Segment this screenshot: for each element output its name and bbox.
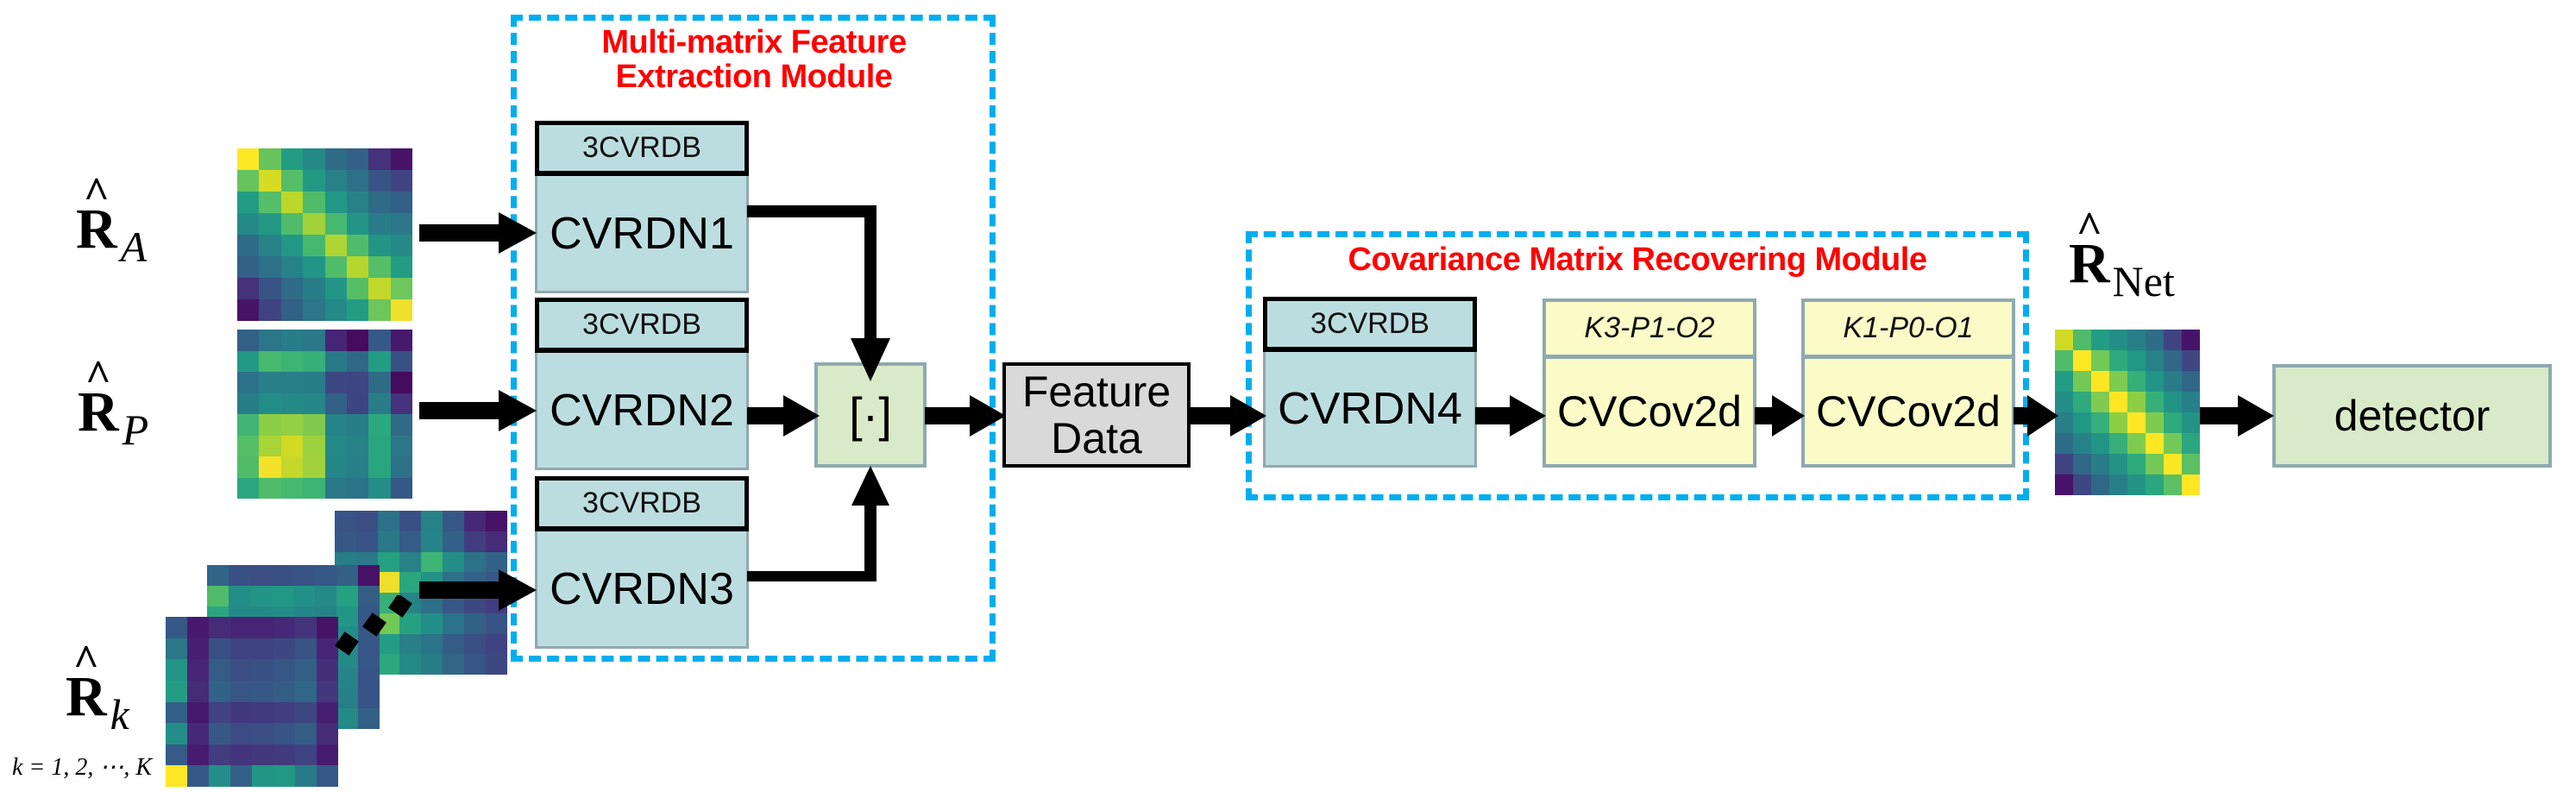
matrix-R-hat-Net [2055, 330, 2200, 495]
cvcov2d-2-params: K1-P0-O1 [1805, 302, 2012, 359]
cvrdn3-label: CVRDN3 [550, 563, 734, 614]
cvcov2d-2-label: CVCov2d [1816, 387, 2001, 436]
symbol-R-hat-Net: ^R [2069, 204, 2110, 296]
module-title-feature-extraction: Multi-matrix Feature Extraction Module [601, 24, 907, 95]
symbol-R-hat-A: ^R [76, 169, 117, 261]
arrow-RA-to-cvrdn1 [419, 212, 537, 254]
input-label-R-k: ^Rk [66, 637, 129, 739]
block-cvrdn1[interactable]: 3CVRDB CVRDN1 [535, 121, 749, 293]
block-feature-data[interactable]: Feature Data [1002, 362, 1191, 468]
block-cvcov2d-1[interactable]: K3-P1-O2 CVCov2d [1542, 298, 1756, 468]
module-frame-covariance-recovering [1246, 231, 2029, 500]
arrow-concat-to-feature-data [925, 395, 1006, 437]
arrow-cvrdn1-to-concat [747, 195, 890, 381]
hat-accent-icon: ^ [2076, 204, 2102, 253]
k-range-label: k = 1, 2, ⋯, K [12, 754, 152, 781]
arrow-RNet-to-detector [2200, 395, 2274, 437]
cvrdn1-sub-label: 3CVRDB [535, 121, 749, 176]
subscript-A: A [120, 223, 148, 271]
matrix-R-hat-k-front [166, 617, 338, 787]
cvrdn2-label: CVRDN2 [550, 385, 734, 436]
subscript-Net: Net [2112, 257, 2175, 305]
subscript-k: k [110, 690, 129, 738]
hat-accent-icon: ^ [72, 637, 99, 686]
cvrdn2-sub-label: 3CVRDB [535, 298, 749, 353]
block-cvrdn4[interactable]: 3CVRDB CVRDN4 [1263, 297, 1477, 468]
symbol-R-hat-k: ^R [66, 637, 107, 729]
block-cvrdn3[interactable]: 3CVRDB CVRDN3 [535, 476, 749, 649]
arrow-RP-to-cvrdn2 [419, 390, 537, 431]
arrow-cvcov2d-1-to-cvcov2d-2 [1755, 395, 1805, 437]
input-label-R-A: ^RA [76, 169, 148, 272]
matrix-R-hat-A [237, 148, 412, 321]
cvrdn1-label: CVRDN1 [550, 208, 734, 259]
arrow-cvcov2d-2-to-RNet [2014, 395, 2058, 437]
arrow-feature-data-to-cvrdn4 [1189, 395, 1266, 437]
block-cvrdn2[interactable]: 3CVRDB CVRDN2 [535, 298, 749, 470]
arrow-Rk-to-cvrdn3 [419, 569, 537, 611]
input-label-R-P: ^RP [78, 352, 149, 455]
matrix-R-hat-P [237, 330, 412, 499]
cvcov2d-1-label: CVCov2d [1557, 387, 1742, 436]
output-label-R-Net: ^RNet [2069, 204, 2175, 306]
hat-accent-icon: ^ [83, 169, 110, 218]
cvrdn4-sub-label: 3CVRDB [1263, 297, 1477, 352]
block-cvcov2d-2[interactable]: K1-P0-O1 CVCov2d [1801, 298, 2015, 468]
symbol-R-hat-P: ^R [78, 352, 119, 444]
arrow-cvrdn2-to-concat [747, 395, 820, 437]
block-detector[interactable]: detector [2272, 364, 2552, 468]
module-title-covariance-recovering: Covariance Matrix Recovering Module [1348, 242, 1927, 278]
arrow-cvrdn3-to-concat [747, 466, 890, 581]
module-frame-feature-extraction [511, 15, 996, 662]
cvrdn4-label: CVRDN4 [1278, 383, 1462, 434]
cvcov2d-1-params: K3-P1-O2 [1546, 302, 1753, 359]
cvrdn3-sub-label: 3CVRDB [535, 476, 749, 531]
arrow-cvrdn4-to-cvcov2d-1 [1475, 395, 1546, 437]
hat-accent-icon: ^ [85, 352, 111, 401]
subscript-P: P [122, 405, 149, 454]
diagonal-ellipsis-icon [324, 594, 419, 664]
